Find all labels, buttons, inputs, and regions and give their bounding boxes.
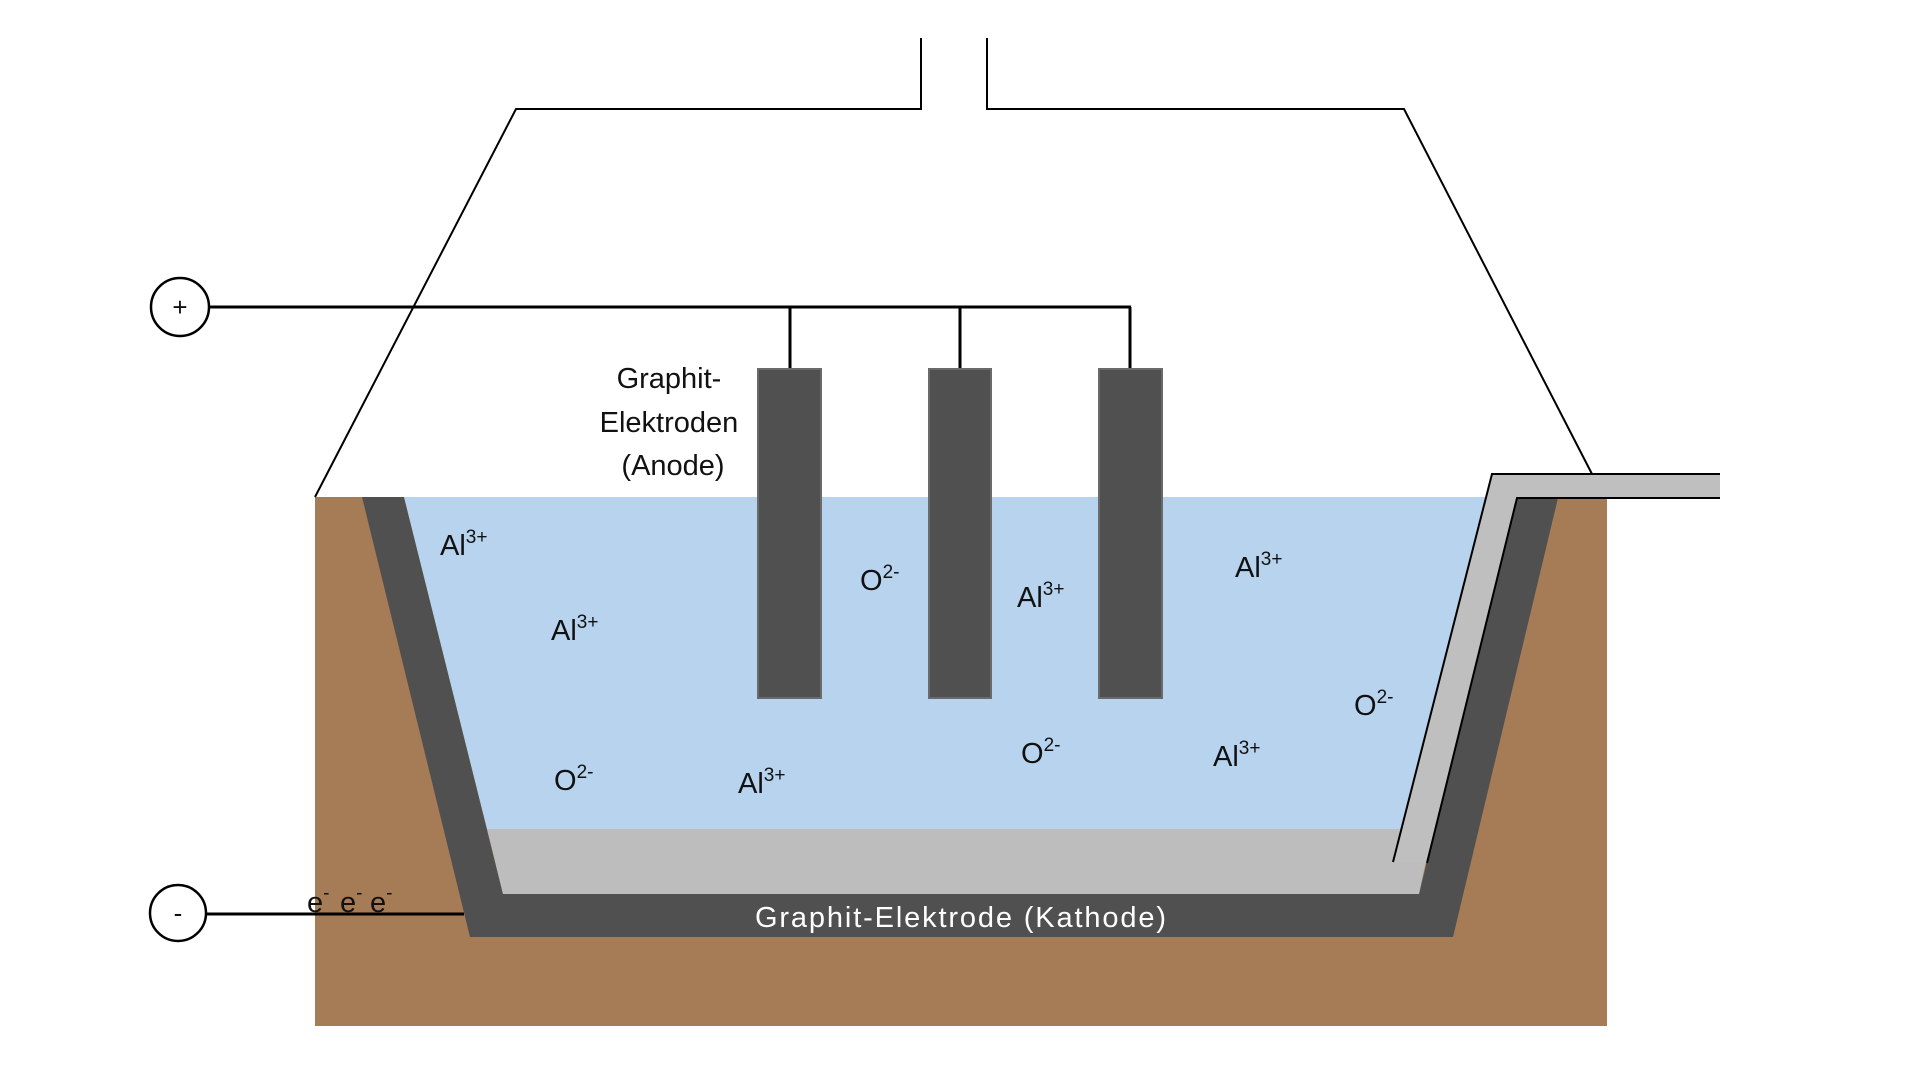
tap-channel-outer-edge <box>1392 473 1720 863</box>
positive-terminal-symbol: + <box>172 292 187 322</box>
electron-label-2: e- <box>340 883 362 919</box>
anode-electrode-2 <box>928 368 992 699</box>
hood-outline-right <box>986 38 1593 475</box>
molten-aluminium-layer <box>487 829 1433 894</box>
ion-label-al: Al3+ <box>738 765 785 800</box>
hood-outline-left <box>314 38 922 498</box>
negative-terminal: - <box>148 883 208 943</box>
cathode-label: Graphit-Elektrode (Kathode) <box>755 902 1166 934</box>
anode-label-line-2: Elektroden <box>600 407 739 439</box>
anode-label-line-1: Graphit- <box>617 363 722 395</box>
anode-label-line-3: (Anode) <box>621 450 724 482</box>
tap-channel-inner-edge <box>1426 497 1720 864</box>
plus-terminal-icon <box>149 276 211 338</box>
anode-electrode-3 <box>1098 368 1163 699</box>
ion-label-o: O2- <box>1354 687 1393 722</box>
minus-terminal-icon <box>148 883 208 943</box>
electron-label-1: e- <box>307 883 329 919</box>
ion-label-al: Al3+ <box>440 527 487 562</box>
ion-label-o: O2- <box>554 762 593 797</box>
ion-label-al: Al3+ <box>551 612 598 647</box>
cathode-lining <box>362 497 1558 937</box>
anode-electrode-1 <box>757 368 822 699</box>
ion-label-al: Al3+ <box>1213 738 1260 773</box>
positive-terminal: + <box>149 276 211 338</box>
negative-terminal-symbol: - <box>174 898 183 928</box>
electron-label-3: e- <box>370 883 392 919</box>
ion-label-o: O2- <box>1021 735 1060 770</box>
tap-channel <box>1393 474 1720 863</box>
ion-label-al: Al3+ <box>1017 579 1064 614</box>
ion-label-al: Al3+ <box>1235 549 1282 584</box>
anode-label: Graphit- Elektroden (Anode) <box>600 363 747 482</box>
ion-label-o: O2- <box>860 562 899 597</box>
